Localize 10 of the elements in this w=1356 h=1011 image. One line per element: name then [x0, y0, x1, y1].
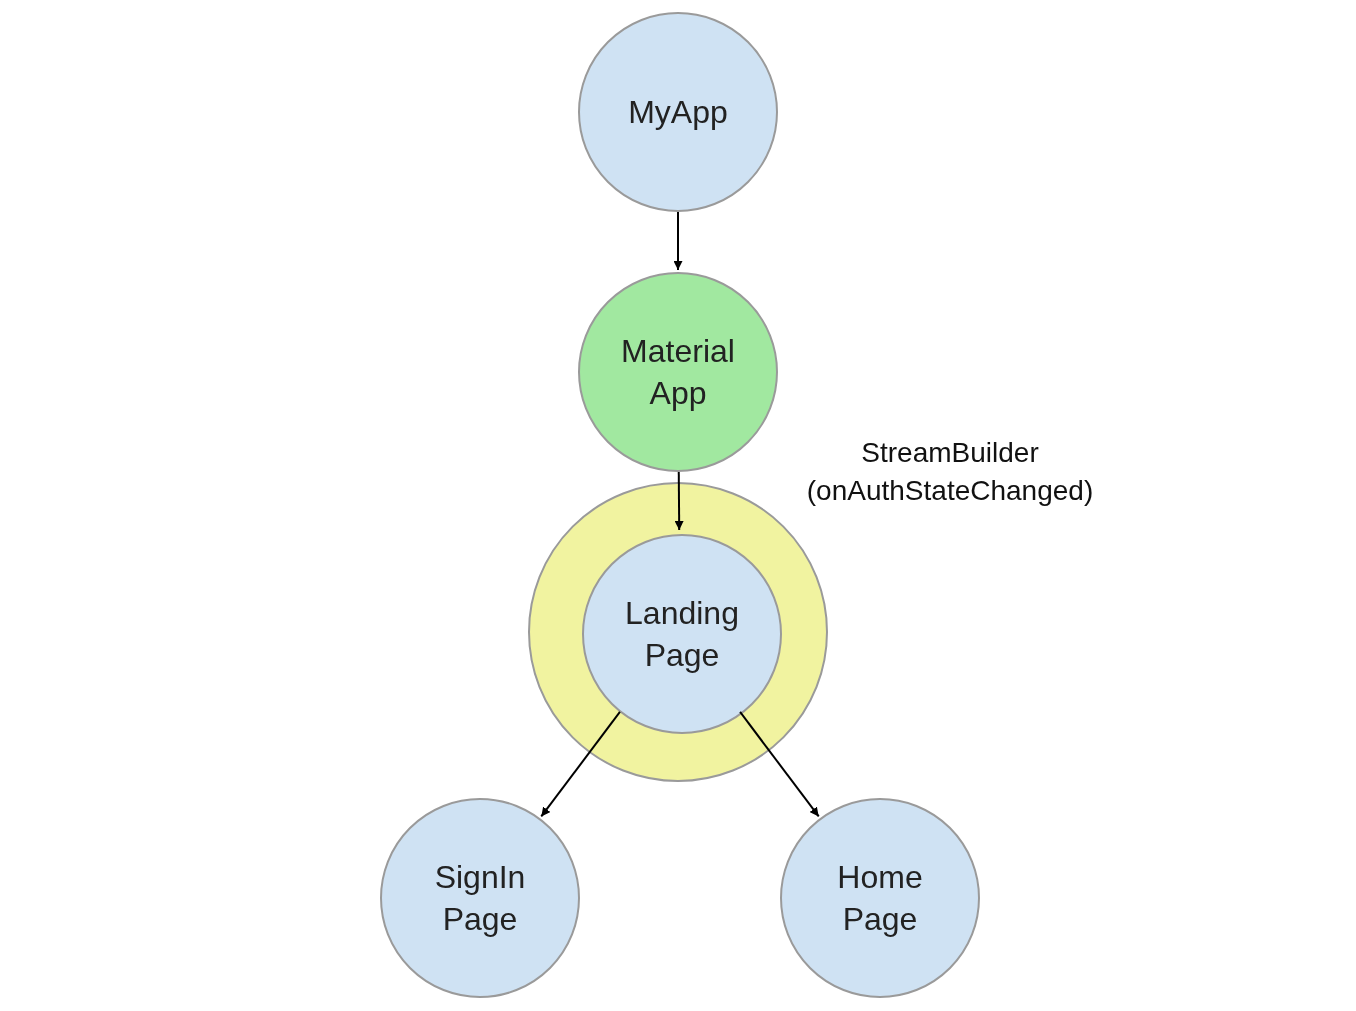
node-label: MyApp	[628, 93, 728, 132]
node-label: Home Page	[836, 858, 924, 939]
widget-caption: StreamBuilder (onAuthStateChanged)	[805, 436, 1095, 508]
node-label: SignIn Page	[433, 858, 527, 939]
arrow	[673, 211, 683, 271]
arrow	[739, 710, 820, 818]
arrow	[540, 710, 621, 818]
node-label: Material App	[620, 332, 736, 413]
node-label: Landing Page	[624, 594, 740, 675]
arrow	[674, 471, 684, 531]
